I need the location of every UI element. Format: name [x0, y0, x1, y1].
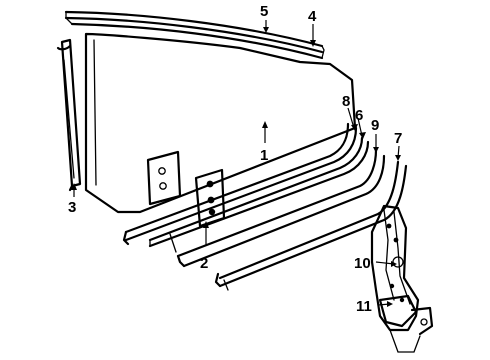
quarter-glass: [84, 32, 357, 214]
arrowheads: [71, 27, 401, 307]
callout-1: 1: [260, 147, 268, 164]
callout-5: 5: [260, 3, 268, 20]
callout-11: 11: [356, 298, 372, 315]
callout-3: 3: [68, 199, 76, 216]
belt-weatherstrip-outer: [176, 148, 408, 291]
callout-7: 7: [394, 130, 402, 147]
regulator-assembly: [370, 204, 434, 353]
callout-6: 6: [355, 107, 363, 124]
callout-10: 10: [354, 255, 371, 272]
front-channel: [56, 38, 82, 192]
callout-8: 8: [342, 93, 350, 110]
roof-rail-weatherstrip: [64, 10, 325, 60]
belt-weatherstrip-inner: [122, 122, 370, 253]
glass-bracket: [146, 150, 182, 206]
callout-2: 2: [200, 255, 208, 272]
callout-4: 4: [308, 8, 317, 25]
callout-9: 9: [371, 117, 379, 134]
